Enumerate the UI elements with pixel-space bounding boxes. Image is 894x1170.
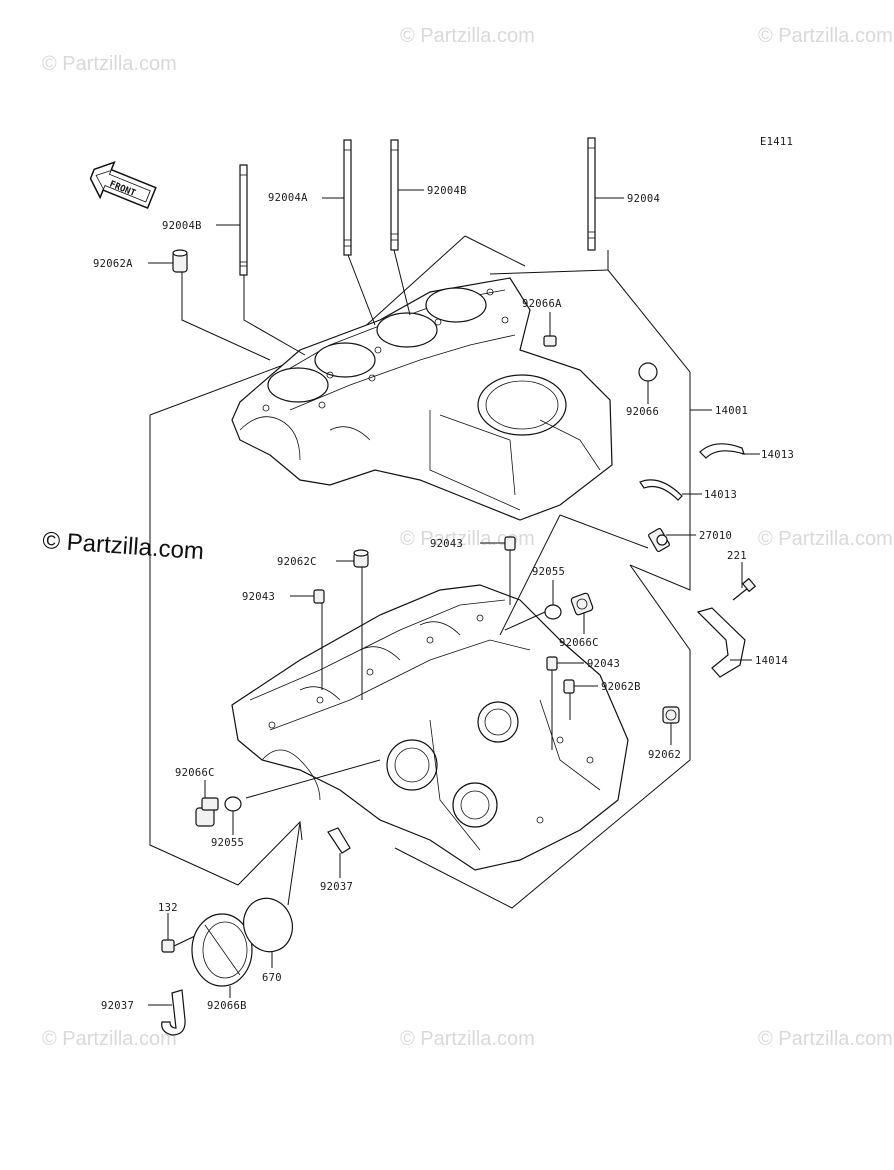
watermark-bottom-center: © Partzilla.com	[400, 1028, 535, 1050]
watermark-bottom-left: © Partzilla.com	[42, 1028, 177, 1050]
callout-92037-mid: 92037	[320, 881, 353, 893]
callout-132: 132	[158, 902, 178, 914]
oring-670	[243, 897, 293, 953]
callout-670: 670	[262, 972, 282, 984]
watermark-bottom-right: © Partzilla.com	[758, 1028, 893, 1050]
ball-92066	[638, 362, 658, 382]
leader-lines	[148, 189, 760, 1006]
watermark-middle-right: © Partzilla.com	[758, 528, 893, 550]
watermarks: © Partzilla.com © Partzilla.com © Partzi…	[42, 25, 893, 1050]
sleeve-92062A	[172, 249, 188, 273]
callout-14014: 14014	[755, 655, 788, 667]
watermark-middle-left: © Partzilla.com	[42, 527, 205, 565]
callout-27010: 27010	[699, 530, 732, 542]
bolt-221	[732, 577, 757, 601]
callout-92043-right: 92043	[587, 658, 620, 670]
oring-92055-top	[544, 604, 562, 620]
callout-92066: 92066	[626, 406, 659, 418]
plug-92062B	[563, 679, 575, 694]
watermark-middle-center: © Partzilla.com	[400, 528, 535, 550]
stud-92004B-mid	[390, 139, 399, 251]
plate-14014	[696, 607, 746, 678]
callout-92004A: 92004A	[268, 192, 308, 204]
oring-92055-left	[224, 796, 242, 812]
callout-92043-top: 92043	[430, 538, 463, 550]
dowel-92043-right	[546, 656, 558, 671]
callout-92055-left: 92055	[211, 837, 244, 849]
callout-92037-bottom: 92037	[101, 1000, 134, 1012]
stud-92004-right	[587, 137, 596, 251]
callout-92043-left: 92043	[242, 591, 275, 603]
cover-92066B	[191, 913, 253, 987]
callout-221: 221	[727, 550, 747, 562]
bolt-132	[161, 935, 196, 953]
front-arrow-label: FRONT	[108, 180, 137, 200]
clamp-92037-mid	[327, 827, 351, 854]
switch-27010	[648, 527, 670, 553]
upper-crankcase	[231, 277, 613, 521]
stud-92004A	[343, 139, 352, 256]
callout-92062B: 92062B	[601, 681, 641, 693]
plug-92066A	[543, 335, 557, 347]
callout-92004: 92004	[627, 193, 660, 205]
callout-92066B: 92066B	[207, 1000, 247, 1012]
callout-labels: 92004B 92004A 92004B 92004 92062A 92066A…	[93, 185, 794, 1012]
callout-92066A: 92066A	[522, 298, 562, 310]
plug-92062C	[353, 549, 369, 568]
plug-92062	[662, 706, 680, 724]
plug-92066C-left	[195, 797, 219, 827]
callout-14001: 14001	[715, 405, 748, 417]
bearing-14013-upper	[699, 443, 745, 459]
lower-crankcase	[231, 584, 629, 871]
callout-92055-top: 92055	[532, 566, 565, 578]
callout-92004B-mid: 92004B	[427, 185, 467, 197]
dowel-92043-left	[313, 589, 325, 604]
clamp-92037-bottom	[161, 989, 186, 1036]
callout-92004B-left: 92004B	[162, 220, 202, 232]
callout-14013-b: 14013	[704, 489, 737, 501]
watermark-top-center: © Partzilla.com	[400, 25, 535, 47]
callout-92062C: 92062C	[277, 556, 317, 568]
front-arrow-icon: FRONT	[89, 161, 157, 210]
callout-92066C-left: 92066C	[175, 767, 215, 779]
callout-14013-a: 14013	[761, 449, 794, 461]
bearing-14013-lower	[639, 479, 683, 501]
dowel-92043-top	[504, 536, 516, 551]
plug-92066C-right	[570, 592, 594, 616]
watermark-top-right: © Partzilla.com	[758, 25, 893, 47]
callout-92062A: 92062A	[93, 258, 133, 270]
callout-92062: 92062	[648, 749, 681, 761]
stud-92004B-left	[239, 164, 248, 276]
watermark-top-left: © Partzilla.com	[42, 53, 177, 75]
diagram-id: E1411	[760, 136, 793, 148]
callout-92066C-right: 92066C	[559, 637, 599, 649]
